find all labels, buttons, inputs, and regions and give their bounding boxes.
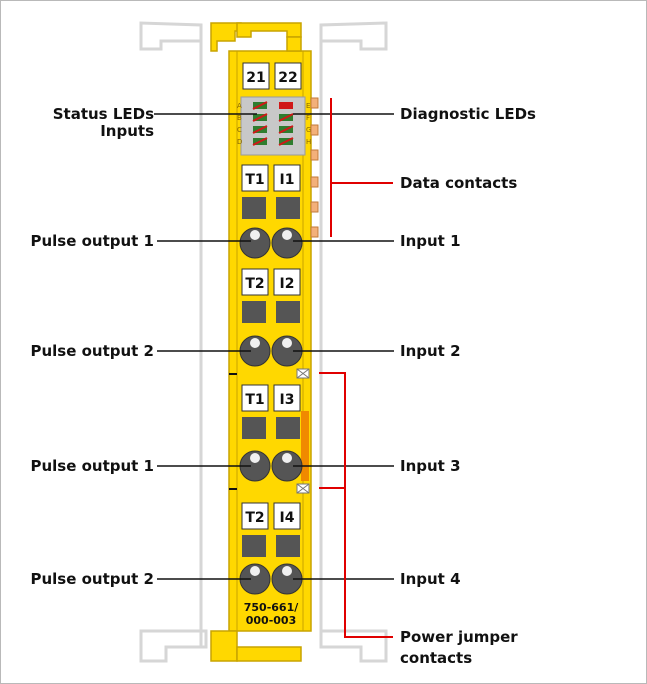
terminal-label-i4: I4: [280, 510, 295, 526]
din-rail-outline: [139, 21, 388, 663]
clamp-i1: [271, 227, 303, 259]
label-diagnostic-leds: Diagnostic LEDs: [400, 105, 536, 123]
label-input-2: Input 2: [400, 342, 461, 360]
label-input-3: Input 3: [400, 457, 461, 475]
led-row-letter-e: E: [306, 102, 310, 110]
power-jumper-strip: [301, 411, 309, 481]
header-label-21: 21: [246, 70, 265, 86]
terminal-label-i3: I3: [280, 392, 295, 408]
red-leader-lines: [319, 98, 393, 638]
label-pulse-output-2b: Pulse output 2: [30, 570, 154, 588]
label-pulse-output-1a: Pulse output 1: [30, 232, 154, 250]
label-status-leds: Status LEDs: [53, 105, 154, 123]
label-data-contacts: Data contacts: [400, 174, 517, 192]
label-pulse-output-1b: Pulse output 1: [30, 457, 154, 475]
label-power-jumper-line1: Power jumper: [400, 628, 518, 646]
led-row-letter-h: H: [306, 138, 311, 146]
label-input-1: Input 1: [400, 232, 461, 250]
terminal-group-4: T2 I4: [239, 502, 303, 595]
label-pulse-output-2a: Pulse output 2: [30, 342, 154, 360]
terminal-group-1: T1 I1: [239, 164, 303, 259]
clamp-t1: [239, 227, 271, 259]
data-contacts: [310, 97, 319, 238]
terminal-label-t2b: T2: [245, 510, 264, 526]
part-number-line2: 000-003: [246, 614, 297, 627]
terminal-label-t2: T2: [245, 276, 264, 292]
terminal-label-t1: T1: [245, 172, 264, 188]
led-row-letter-g: G: [306, 126, 311, 134]
leader-lines: [154, 113, 394, 580]
led-row-letter-c: C: [237, 126, 242, 134]
terminal-label-t1b: T1: [245, 392, 264, 408]
terminal-label-i2: I2: [280, 276, 295, 292]
header-plates: 21 22: [242, 62, 302, 90]
terminal-label-i1: I1: [280, 172, 295, 188]
led-row-letter-b: B: [237, 114, 242, 122]
led-row-letter-f: F: [306, 114, 310, 122]
terminal-group-2: T2 I2: [239, 268, 303, 367]
diagnostic-led-e: [279, 102, 293, 109]
header-label-22: 22: [278, 70, 297, 86]
led-row-letter-a: A: [237, 102, 242, 110]
label-power-jumper-line2: contacts: [400, 649, 472, 667]
terminal-group-3: T1 I3: [239, 384, 309, 482]
part-number-line1: 750-661/: [244, 601, 299, 614]
led-row-letter-d: D: [237, 138, 242, 146]
label-inputs: Inputs: [100, 122, 154, 140]
led-window: A B C D E F G H: [237, 96, 311, 156]
label-input-4: Input 4: [400, 570, 461, 588]
